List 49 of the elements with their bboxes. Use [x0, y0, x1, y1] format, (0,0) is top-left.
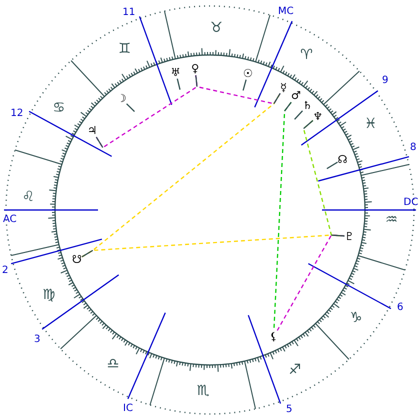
- planet-symbol: ☋: [72, 253, 82, 266]
- house-cusp-label: 11: [122, 6, 136, 18]
- house-cusp-label: MC: [278, 6, 294, 16]
- zodiac-sign-symbol: ♈: [300, 48, 313, 64]
- planet-symbol: ♄: [302, 98, 312, 112]
- zodiac-sign-symbol: ♏: [196, 384, 210, 400]
- leader-line: [195, 75, 198, 87]
- planet-symbol: ☉: [242, 66, 253, 80]
- house-cusp-label: 5: [286, 404, 292, 414]
- zodiac-sign-symbol: ♎: [106, 356, 120, 372]
- house-cusp-label: 6: [397, 302, 404, 312]
- leader-line: [303, 120, 314, 130]
- zodiac-sign-symbol: ♊: [118, 42, 131, 57]
- house-cusp-label: 8: [410, 142, 416, 152]
- house-cusp-label: AC: [3, 214, 17, 224]
- leader-line: [126, 103, 135, 112]
- house-cusp-label: DC: [404, 196, 418, 208]
- leader-line: [273, 92, 281, 104]
- planet-symbol: ⚸: [270, 330, 278, 344]
- leader-line: [82, 250, 94, 258]
- house-cusp-label: IC: [123, 402, 133, 414]
- planet-symbol: ♇: [344, 230, 354, 243]
- house-cusp-label: 3: [34, 334, 40, 344]
- planet-symbol: ♂: [291, 89, 301, 102]
- planet-symbol: ♅: [170, 66, 181, 79]
- planet-symbol: ☿: [280, 80, 287, 94]
- zodiac-sign-symbol: ♉: [210, 20, 223, 36]
- house-cusp-label: 12: [10, 108, 24, 118]
- leader-line: [331, 234, 345, 237]
- zodiac-sign-symbol: ♑: [350, 310, 362, 326]
- leader-line: [242, 80, 247, 91]
- zodiac-sign-symbol: ♐: [288, 363, 302, 378]
- house-cusp-label: 2: [2, 264, 8, 276]
- planet-symbol: ☽: [116, 92, 126, 106]
- leader-line: [96, 136, 104, 148]
- planet-symbol: ♀: [191, 62, 200, 76]
- planet-symbol: ☊: [338, 152, 348, 166]
- leader-line: [176, 78, 181, 90]
- planet-symbol: ♃: [87, 124, 98, 138]
- leader-line: [284, 102, 292, 112]
- leader-line: [294, 110, 303, 120]
- zodiac-sign-symbol: ♋: [52, 100, 66, 116]
- house-cusp-label: 9: [382, 74, 388, 86]
- zodiac-sign-symbol: ♒: [385, 212, 398, 228]
- zodiac-sign-symbol: ♌: [22, 190, 34, 205]
- planet-symbol: ♆: [312, 110, 323, 123]
- leader-line: [326, 162, 338, 170]
- zodiac-sign-symbol: ♓: [364, 117, 377, 132]
- zodiac-sign-symbol: ♍: [42, 288, 56, 303]
